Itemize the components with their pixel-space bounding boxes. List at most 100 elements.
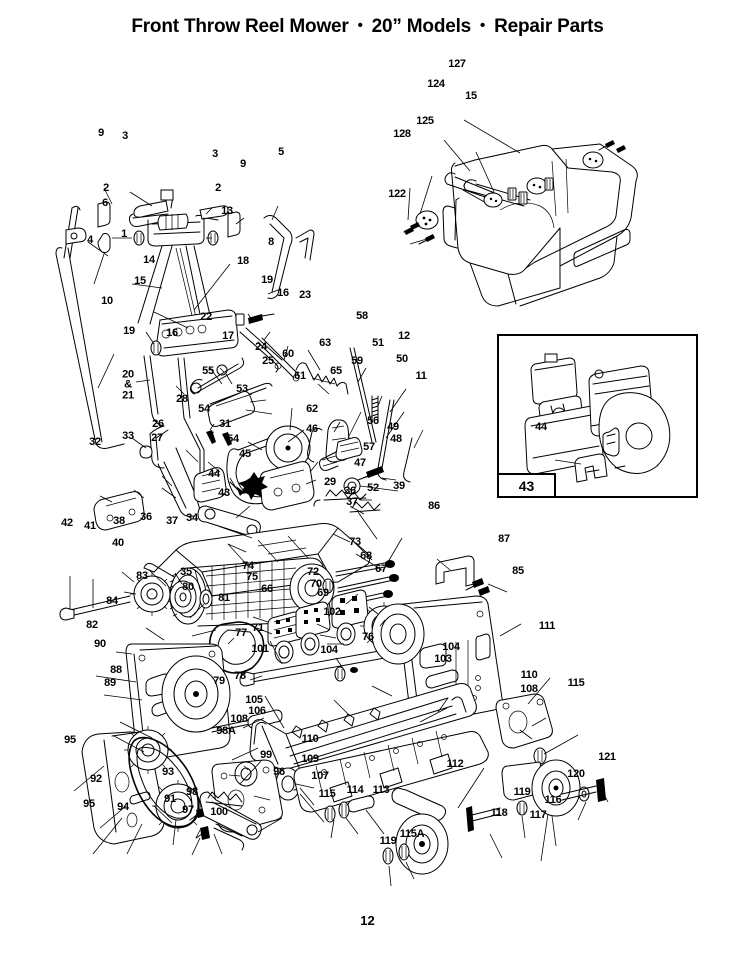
callout-number-54: 54: [227, 433, 239, 446]
callout-number-98A: 98A: [216, 725, 236, 738]
callout-number-77: 77: [235, 627, 247, 640]
callout-number-47: 47: [354, 457, 366, 470]
callout-number-92: 92: [90, 773, 102, 786]
callout-number-43: 43: [218, 487, 230, 500]
callout-number-76: 76: [362, 631, 374, 644]
callout-number-79: 79: [213, 675, 225, 688]
callout-number-119: 119: [513, 786, 531, 799]
callout-number-99: 99: [260, 749, 272, 762]
right-side-plate: [371, 555, 503, 725]
callout-number-127: 127: [448, 58, 466, 71]
callout-number-103: 103: [434, 653, 452, 666]
reel-deck-assembly: [59, 523, 413, 761]
inset-box-label-43: 43: [499, 473, 556, 496]
engine-illustration: [524, 353, 671, 483]
callout-number-37: 37: [166, 515, 178, 528]
page-title: Front Throw Reel Mower•20” Models•Repair…: [0, 16, 735, 38]
callout-number-46: 46: [306, 423, 318, 436]
callout-number-72: 72: [307, 566, 319, 579]
callout-number-75: 75: [246, 571, 258, 584]
callout-number-24: 24: [255, 341, 267, 354]
catcher-spacers: [507, 177, 554, 205]
callout-number-110: 110: [301, 733, 319, 746]
callout-number-6: 6: [102, 197, 108, 210]
callout-number-94: 94: [117, 801, 129, 814]
callout-number-41: 41: [84, 520, 96, 533]
callout-number-110: 110: [520, 669, 538, 682]
callout-number-23: 23: [299, 289, 311, 302]
callout-number-118: 118: [490, 807, 508, 820]
callout-number-97: 97: [182, 804, 194, 817]
callout-leader-lines: [69, 187, 609, 887]
callout-number-51: 51: [372, 337, 384, 350]
callout-number-2: 2: [103, 182, 109, 195]
callout-number-15: 15: [134, 275, 146, 288]
callout-number-113: 113: [372, 784, 390, 797]
callout-number-119: 119: [379, 835, 397, 848]
page-number: 12: [360, 913, 375, 928]
callout-number-87: 87: [498, 533, 510, 546]
catcher-grommets: [415, 151, 604, 230]
title-bullet-1: •: [357, 17, 363, 34]
callout-number-44: 44: [208, 468, 220, 481]
callout-number-17: 17: [222, 330, 234, 343]
callout-number-120: 120: [567, 768, 585, 781]
exploded-parts-illustration: [0, 48, 735, 908]
callout-number-83: 83: [136, 570, 148, 583]
callout-number-104: 104: [442, 641, 460, 654]
callout-number-18: 18: [237, 255, 249, 268]
callout-number-108: 108: [230, 713, 248, 726]
callout-number-56: 56: [367, 415, 379, 428]
callout-number-2: 2: [215, 182, 221, 195]
callout-number-9: 9: [98, 127, 104, 140]
callout-number-101: 101: [251, 643, 269, 656]
callout-number-29: 29: [324, 476, 336, 489]
title-segment-section: Repair Parts: [494, 16, 604, 37]
inset-callout-44: 44: [535, 421, 547, 434]
callout-number-70: 70: [310, 578, 322, 591]
callout-number-65: 65: [330, 365, 342, 378]
callout-number-49: 49: [387, 421, 399, 434]
callout-number-105: 105: [245, 694, 263, 707]
callout-number-116: 116: [544, 794, 562, 807]
callout-number-62: 62: [306, 403, 318, 416]
callout-number-40: 40: [112, 537, 124, 550]
callout-number-80: 80: [182, 581, 194, 594]
callout-number-81: 81: [218, 592, 230, 605]
callout-number-14: 14: [143, 254, 155, 267]
callout-number-9: 9: [240, 158, 246, 171]
callout-number-104: 104: [320, 644, 338, 657]
callout-number-115: 115: [567, 677, 585, 690]
callout-number-106: 106: [248, 705, 266, 718]
callout-number-89: 89: [104, 677, 116, 690]
callout-number-100: 100: [210, 806, 228, 819]
callout-number-66: 66: [261, 583, 273, 596]
callout-number-1: 1: [121, 228, 127, 241]
callout-number-34: 34: [186, 512, 198, 525]
callout-number-93: 93: [162, 766, 174, 779]
callout-number-53: 53: [236, 383, 248, 396]
callout-number-68: 68: [360, 550, 372, 563]
callout-number-22: 22: [200, 311, 212, 324]
callout-number-86: 86: [428, 500, 440, 513]
callout-number-5: 5: [278, 146, 284, 159]
callout-number-115: 115: [318, 788, 336, 801]
callout-number-90: 90: [94, 638, 106, 651]
callout-number-95: 95: [83, 798, 95, 811]
callout-number-20-&-21: 20&21: [122, 368, 134, 402]
callout-number-124: 124: [427, 78, 445, 91]
callout-number-108: 108: [520, 683, 538, 696]
callout-number-128: 128: [393, 128, 411, 141]
callout-number-3: 3: [122, 130, 128, 143]
callout-number-8: 8: [268, 236, 274, 249]
callout-number-117: 117: [529, 809, 547, 822]
callout-number-57: 57: [363, 441, 375, 454]
bed-knife-assembly: [211, 683, 606, 875]
title-segment-model: Front Throw Reel Mower: [131, 16, 349, 37]
callout-number-59: 59: [351, 355, 363, 368]
callout-number-55: 55: [202, 365, 214, 378]
callout-number-45: 45: [239, 448, 251, 461]
callout-number-107: 107: [311, 770, 329, 783]
callout-number-61: 61: [294, 370, 306, 383]
callout-number-10: 10: [101, 295, 113, 308]
